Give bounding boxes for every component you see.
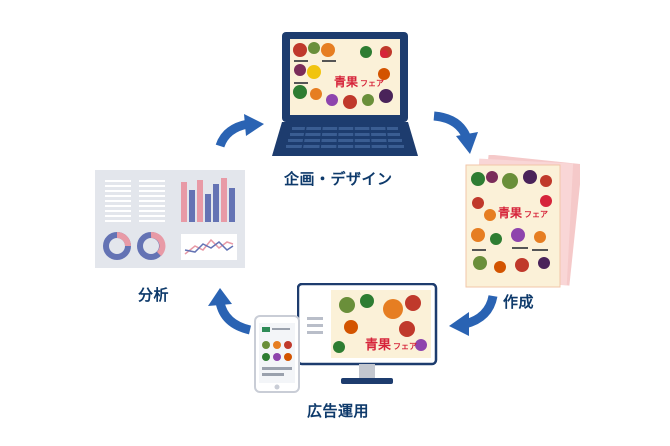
smartphone-illustration [254, 315, 300, 393]
flyer-headline-sub: フェア [524, 210, 548, 219]
step-label-create: 作成 [503, 293, 535, 311]
line-chart-graphic [181, 234, 237, 260]
arrow-ads-to-analyze [208, 288, 252, 335]
analytics-dashboard-illustration [95, 170, 245, 268]
monitor-illustration: 青果 フェア [297, 283, 438, 384]
laptop-flyer-headline-sub: フェア [360, 79, 384, 88]
monitor-flyer-headline: 青果 [365, 337, 391, 353]
arrow-analyze-to-design [215, 114, 264, 148]
laptop-illustration: 青果 フェア [272, 32, 418, 156]
arrow-design-to-create [433, 111, 478, 154]
bar-chart-graphic [181, 178, 235, 222]
monitor-flyer-headline-sub: フェア [393, 342, 417, 351]
laptop-screen-produce [293, 42, 393, 109]
monitor-sidebar-lines [307, 317, 323, 334]
flyer-stack-illustration: 青果 フェア [465, 155, 580, 288]
step-label-ads: 広告運用 [307, 402, 370, 420]
monitor-produce [333, 294, 427, 353]
donut-charts-graphic [103, 232, 166, 260]
laptop-flyer-headline: 青果 [334, 74, 358, 89]
arrow-create-to-ads [449, 294, 498, 336]
step-label-design: 企画・デザイン [284, 170, 393, 188]
phone-thumbnails [262, 341, 292, 376]
report-text-lines [105, 180, 165, 222]
flyer-headline: 青果 [498, 205, 522, 220]
step-label-analyze: 分析 [138, 286, 170, 304]
flyer-produce [471, 170, 552, 273]
